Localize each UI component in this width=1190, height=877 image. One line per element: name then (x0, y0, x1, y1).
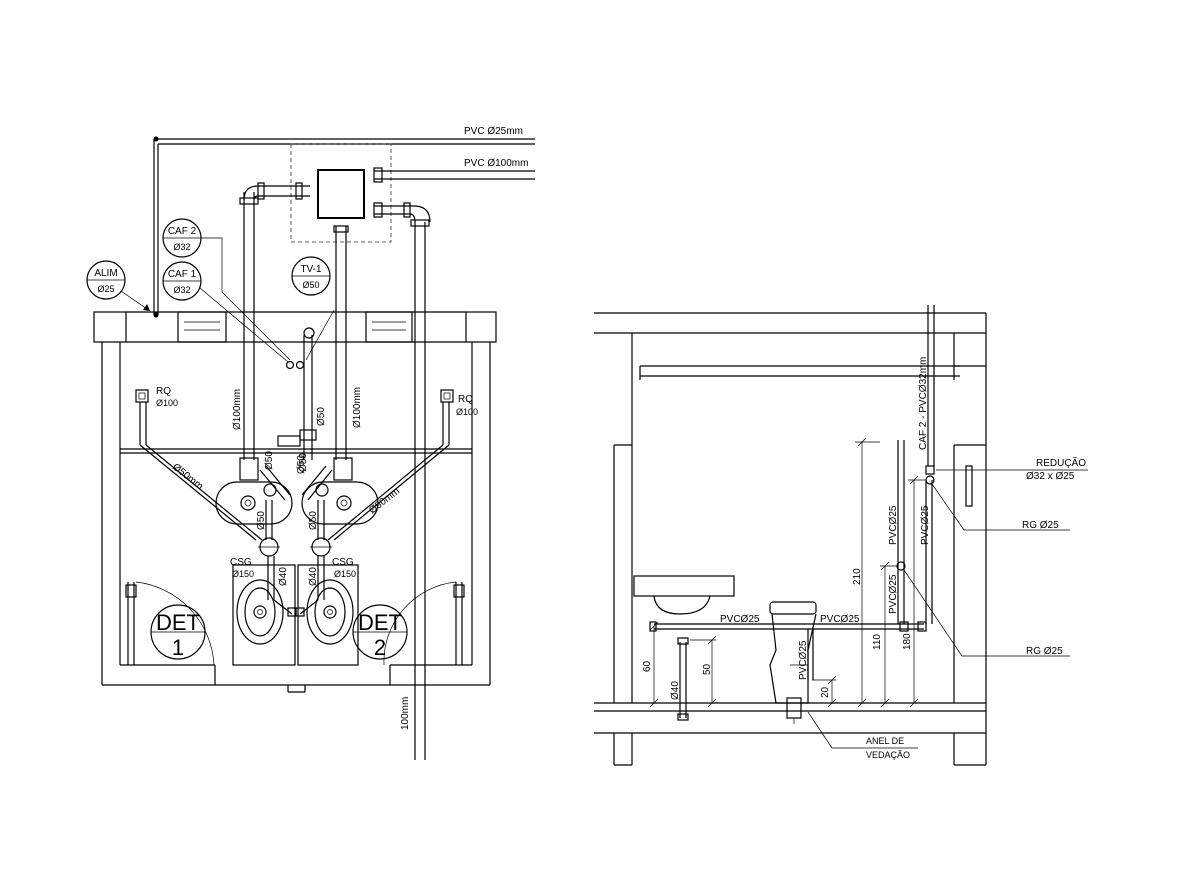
label-pvc-100: PVC Ø100mm (464, 158, 528, 169)
bubble-tv1: TV-1 Ø50 (291, 256, 335, 361)
svg-text:Ø50: Ø50 (302, 280, 319, 290)
label-dim-20: 20 (820, 686, 831, 698)
section-toilet (769, 601, 817, 704)
label-dim-180: 180 (902, 633, 913, 650)
rq-right: RQ Ø100 (440, 389, 478, 445)
bubble-caf2: CAF 2 Ø32 (162, 218, 291, 361)
bubble-caf1: CAF 1 Ø32 (162, 261, 289, 363)
rq-left: RQ Ø100 (135, 386, 178, 445)
label-pvc-25: PVC Ø25mm (464, 126, 523, 137)
det-2-bubble: DET 2 (352, 604, 408, 660)
label-pipe-50-r1: Ø50 (298, 453, 309, 472)
plan-view: PVC Ø25mm PVC Ø100mm (86, 126, 535, 760)
toilet-left (232, 564, 296, 666)
svg-text:Ø100: Ø100 (456, 407, 478, 417)
riser-caf2 (925, 305, 935, 624)
label-anel-2: VEDAÇÃO (866, 750, 910, 760)
csg-right: CSG Ø150 (310, 537, 356, 579)
bubble-alim: ALIM Ø25 (86, 260, 151, 312)
dimension-110 (880, 561, 898, 708)
svg-text:DET: DET (156, 610, 200, 635)
pvc-100-line (373, 167, 535, 183)
svg-text:RQ: RQ (156, 386, 171, 397)
svg-text:CAF 1: CAF 1 (168, 269, 197, 280)
center-100-stack (333, 225, 349, 460)
label-pvc25-riser1: PVCØ25 (888, 505, 899, 545)
pvc-25-supply-line (153, 136, 535, 318)
label-pipe-40-section: Ø40 (670, 681, 681, 700)
svg-text:Ø25: Ø25 (97, 284, 114, 294)
shaft-inner-box (317, 169, 365, 219)
label-pipe-50-right-diag: Ø50mm (367, 486, 402, 517)
label-rg1: RG Ø25 (1022, 520, 1059, 531)
section-pvc25-line (649, 621, 927, 632)
svg-text:Ø150: Ø150 (334, 569, 356, 579)
section-view: PVCØ25 PVCØ25 PVCØ25 Ø40 ANEL DE VEDAÇÃO (594, 305, 1088, 766)
label-pipe-100-left: Ø100mm (232, 389, 243, 430)
svg-text:2: 2 (374, 635, 386, 660)
label-pipe-100-bottom: 100mm (400, 697, 411, 730)
label-pipe-50-center: Ø50 (316, 407, 327, 426)
label-dim-210: 210 (852, 568, 863, 585)
label-dim-60: 60 (642, 660, 653, 672)
svg-text:Ø100: Ø100 (156, 398, 178, 408)
sink-left (215, 457, 293, 525)
label-pvc25-left: PVCØ25 (720, 614, 760, 625)
label-caf2-riser: CAF 2 - PVCØ32mm (918, 357, 929, 450)
label-pipe-100-right: Ø100mm (352, 387, 363, 428)
label-reducao-dims: Ø32 x Ø25 (1026, 471, 1075, 482)
svg-text:CAF 2: CAF 2 (168, 226, 197, 237)
label-pipe-40-right: Ø40 (308, 567, 319, 586)
section-walls (594, 312, 987, 766)
svg-text:TV-1: TV-1 (300, 264, 322, 275)
svg-text:Ø32: Ø32 (173, 242, 190, 252)
right-100-stack (373, 202, 431, 760)
section-sink (633, 575, 735, 615)
label-reducao: REDUÇÃO (1036, 456, 1086, 469)
toilet-right (297, 564, 359, 666)
dimension-210 (855, 437, 880, 708)
label-pipe-50-l1: Ø50 (264, 451, 275, 470)
label-anel-1: ANEL DE (866, 736, 904, 746)
label-pvc25-vert: PVCØ25 (798, 640, 809, 680)
svg-text:Ø150: Ø150 (232, 569, 254, 579)
svg-text:DET: DET (358, 610, 402, 635)
det-1-bubble: DET 1 (150, 604, 206, 660)
label-dim-110: 110 (872, 634, 883, 650)
dimension-50 (690, 635, 717, 708)
label-rg2: RG Ø25 (1026, 646, 1063, 657)
svg-text:Ø32: Ø32 (173, 285, 190, 295)
shaft-box (290, 143, 392, 243)
dimension-20 (812, 675, 837, 708)
dimension-180 (908, 475, 926, 708)
svg-text:CSG: CSG (230, 557, 252, 568)
label-dim-50: 50 (702, 663, 713, 675)
plan-walls (93, 311, 497, 693)
label-pvc25-riser2: PVCØ25 (888, 574, 899, 614)
door-right (383, 581, 465, 666)
label-pipe-40-left: Ø40 (278, 567, 289, 586)
left-100-stack (239, 182, 310, 460)
csg-left: CSG Ø150 (230, 537, 280, 579)
label-pipe-50-r2: Ø50 (308, 511, 319, 530)
center-50-riser (277, 327, 317, 460)
label-pvc25-riser3: PVCØ25 (920, 505, 931, 545)
svg-text:ALIM: ALIM (94, 268, 117, 279)
label-pipe-50-l2: Ø50 (256, 511, 267, 530)
section-drain-40 (677, 637, 689, 721)
dimension-60 (649, 621, 659, 708)
svg-text:CSG: CSG (332, 557, 354, 568)
sink-right (301, 457, 379, 525)
label-pvc25-mid: PVCØ25 (820, 614, 860, 625)
label-pipe-50-left-diag: Ø50mm (170, 462, 205, 493)
label-pipe-50-center2: Ø50 (296, 455, 307, 474)
svg-text:1: 1 (172, 635, 184, 660)
svg-text:RQ: RQ (458, 394, 473, 405)
door-left (125, 581, 215, 666)
